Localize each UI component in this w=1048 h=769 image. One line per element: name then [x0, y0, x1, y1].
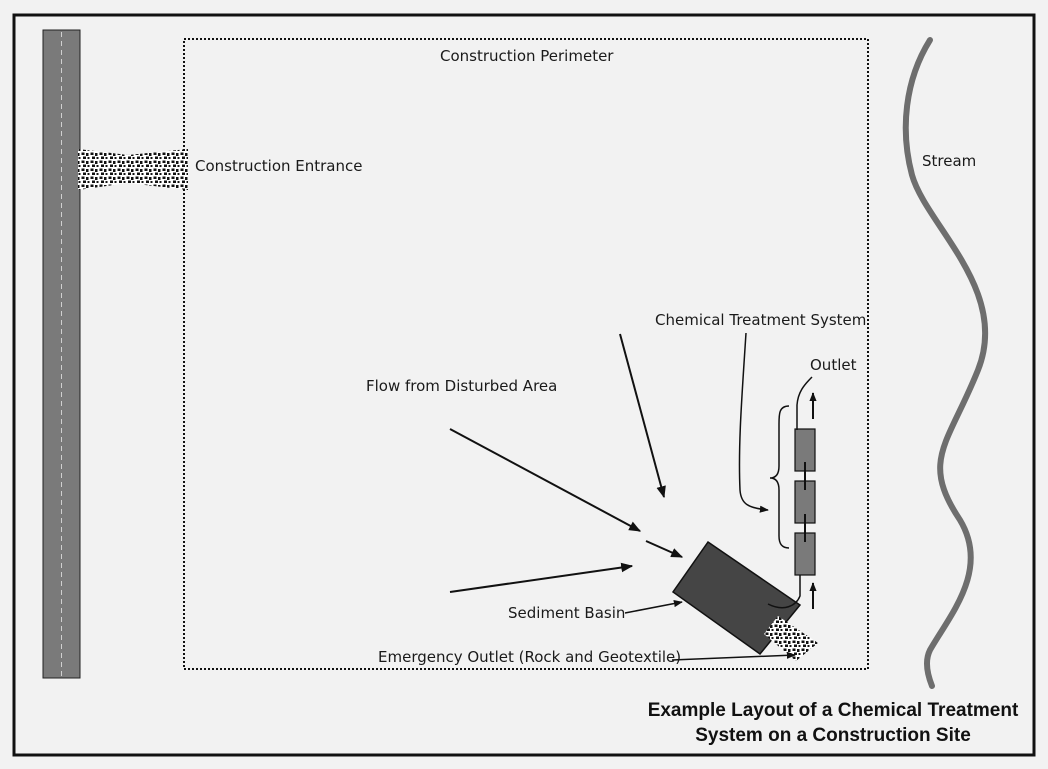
- basin-leader: [624, 600, 683, 614]
- flow-arrows: [449, 333, 684, 593]
- stream: [902, 37, 988, 689]
- construction-perimeter-label: Construction Perimeter: [440, 47, 614, 65]
- basin-pipe: [767, 575, 801, 609]
- sediment-basin: [671, 540, 802, 656]
- outlet-leader: [796, 376, 813, 430]
- stream-label: Stream: [922, 152, 977, 170]
- road: [42, 29, 81, 679]
- outlet-label: Outlet: [810, 356, 857, 374]
- sediment-basin-label: Sediment Basin: [508, 604, 626, 622]
- diagram-title: Example Layout of a Chemical Treatment S…: [643, 698, 1023, 748]
- title-line-2: System on a Construction Site: [695, 725, 971, 746]
- treatment-bracket: [769, 405, 790, 549]
- emergency-outlet: [764, 616, 818, 661]
- chemical-treatment-system-label: Chemical Treatment System: [655, 311, 867, 329]
- emergency-outlet-label: Emergency Outlet (Rock and Geotextile): [378, 648, 682, 666]
- title-line-1: Example Layout of a Chemical Treatment: [647, 700, 1019, 721]
- construction-entrance-label: Construction Entrance: [195, 157, 363, 175]
- treatment-cells: [794, 428, 816, 576]
- treatment-leader: [738, 332, 769, 513]
- emergency-outlet-leader: [671, 651, 796, 661]
- flow-from-disturbed-area-label: Flow from Disturbed Area: [366, 377, 558, 395]
- construction-perimeter: [183, 38, 869, 670]
- outer-frame: [12, 13, 1036, 757]
- construction-entrance: [78, 149, 188, 190]
